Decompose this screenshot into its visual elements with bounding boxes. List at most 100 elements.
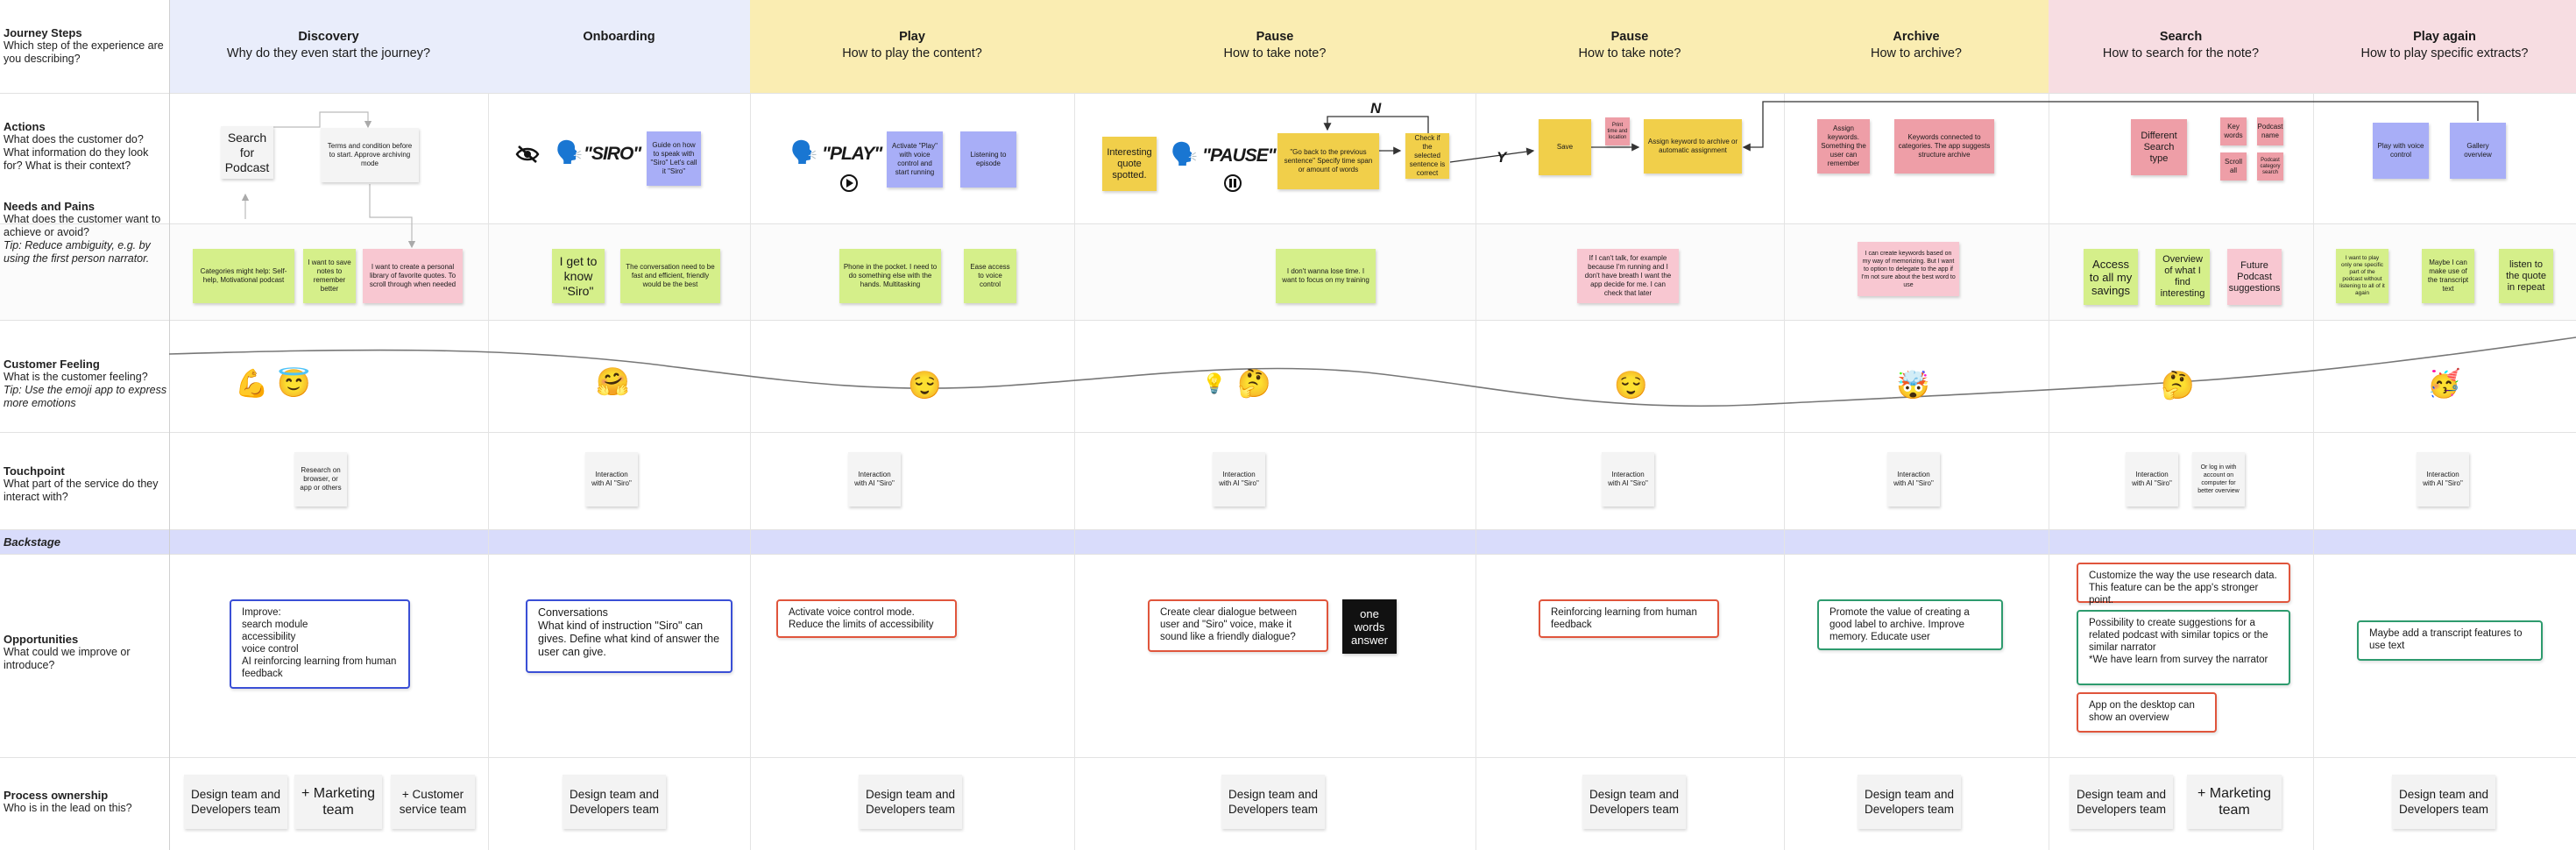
opportunity-onboarding[interactable]: Conversations What kind of instruction "… xyxy=(526,599,732,673)
touchpoint-play[interactable]: Interaction with AI "Siro" xyxy=(848,452,901,506)
opportunity-search-2[interactable]: Possibility to create suggestions for a … xyxy=(2077,610,2290,685)
sticky-text: Guide on how to speak with "Siro" Let's … xyxy=(650,141,697,175)
owner-text: Design team and Developers team xyxy=(1864,788,1955,816)
speaking-head-icon: 🗣️ xyxy=(790,140,818,165)
touchpoint-search-1[interactable]: Interaction with AI "Siro" xyxy=(2126,452,2178,506)
sticky-discovery-search[interactable]: Search for Podcast xyxy=(221,126,273,179)
opportunity-text: Activate voice control mode. Reduce the … xyxy=(789,607,934,630)
touchpoint-onboarding[interactable]: Interaction with AI "Siro" xyxy=(585,452,638,506)
touchpoint-playagain[interactable]: Interaction with AI "Siro" xyxy=(2417,452,2469,506)
sticky-need-archive-1[interactable]: I can create keywords based on my way of… xyxy=(1858,242,1959,296)
sticky-pause2-save[interactable]: Save xyxy=(1539,119,1591,175)
sticky-need-search-2[interactable]: Overview of what I find interesting xyxy=(2155,249,2210,305)
owner-archive[interactable]: Design team and Developers team xyxy=(1858,775,1961,829)
row-label-needs: Needs and Pains What does the customer w… xyxy=(4,200,168,266)
opportunity-search-3[interactable]: App on the desktop can show an overview xyxy=(2077,692,2217,733)
sticky-need-discovery-1[interactable]: Categories might help: Self-help, Motiva… xyxy=(193,249,294,303)
sticky-pause2-timestamp[interactable]: Print time and location xyxy=(1605,117,1630,145)
sticky-text: Interaction with AI "Siro" xyxy=(2423,471,2463,487)
opportunity-pause[interactable]: Create clear dialogue between user and "… xyxy=(1148,599,1328,652)
thinking-face-emoji: 🤔 xyxy=(1237,368,1271,399)
sticky-need-playagain-3[interactable]: listen to the quote in repeat xyxy=(2499,249,2553,303)
touchpoint-discovery[interactable]: Research on browser, or app or others xyxy=(294,452,347,506)
owner-text: Design team and Developers team xyxy=(569,788,660,816)
row-desc: What is the customer feeling? xyxy=(4,371,148,383)
opportunity-pause2[interactable]: Reinforcing learning from human feedback xyxy=(1539,599,1719,638)
sticky-need-pause-1[interactable]: I don't wanna lose time. I want to focus… xyxy=(1276,249,1376,303)
opportunity-play[interactable]: Activate voice control mode. Reduce the … xyxy=(776,599,957,638)
owner-play[interactable]: Design team and Developers team xyxy=(859,775,962,829)
sticky-need-onboarding-2[interactable]: The conversation need to be fast and eff… xyxy=(620,249,720,303)
owner-text: Design team and Developers team xyxy=(865,788,956,816)
sticky-need-discovery-3[interactable]: I want to create a personal library of f… xyxy=(363,249,463,303)
sticky-need-play-1[interactable]: Phone in the pocket. I need to do someth… xyxy=(839,249,941,303)
sticky-search-type[interactable]: Different Search type xyxy=(2131,119,2187,175)
sticky-archive-keywords[interactable]: Keywords connected to categories. The ap… xyxy=(1894,119,1994,174)
row-title: Journey Steps xyxy=(4,26,82,39)
owner-discovery-2[interactable]: + Marketing team xyxy=(294,775,382,829)
touchpoint-pause[interactable]: Interaction with AI "Siro" xyxy=(1213,452,1265,506)
sticky-onboarding-guide[interactable]: Guide on how to speak with "Siro" Let's … xyxy=(647,131,701,186)
sticky-pause2-assign[interactable]: Assign keyword to archive or automatic a… xyxy=(1644,119,1742,174)
sticky-text: Interaction with AI "Siro" xyxy=(591,471,632,487)
sticky-need-playagain-2[interactable]: Maybe I can make use of the transcript t… xyxy=(2422,249,2474,303)
sticky-need-search-1[interactable]: Access to all my savings xyxy=(2084,249,2138,305)
sticky-need-playagain-1[interactable]: I want to play only one specific part of… xyxy=(2336,249,2388,303)
sticky-text: I can create keywords based on my way of… xyxy=(1861,250,1956,288)
sticky-search-scroll[interactable]: Scroll all xyxy=(2220,152,2247,181)
sticky-need-discovery-2[interactable]: I want to save notes to remember better xyxy=(303,249,356,303)
sticky-playagain-voice[interactable]: Play with voice control xyxy=(2373,123,2429,179)
sticky-text: "Go back to the previous sentence" Speci… xyxy=(1284,148,1373,174)
sticky-text: Assign keyword to archive or automatic a… xyxy=(1647,138,1738,154)
opportunity-archive[interactable]: Promote the value of creating a good lab… xyxy=(1817,599,2003,650)
sticky-pause-check[interactable]: Check if the selected sentence is correc… xyxy=(1405,133,1449,179)
touchpoint-pause2[interactable]: Interaction with AI "Siro" xyxy=(1602,452,1654,506)
sticky-play-listening[interactable]: Listening to episode xyxy=(960,131,1016,188)
row-desc: What part of the service do they interac… xyxy=(4,478,159,503)
owner-search-2[interactable]: + Marketing team xyxy=(2187,775,2282,829)
sticky-text: The conversation need to be fast and eff… xyxy=(626,263,715,288)
opportunity-search-1[interactable]: Customize the way the use research data.… xyxy=(2077,563,2290,606)
sticky-search-podcast-name[interactable]: Podcast name xyxy=(2257,117,2283,145)
owner-onboarding[interactable]: Design team and Developers team xyxy=(563,775,666,829)
owner-pause[interactable]: Design team and Developers team xyxy=(1221,775,1325,829)
sticky-need-pause2-1[interactable]: If I can't talk, for example because I'm… xyxy=(1577,249,1679,303)
sticky-text: Categories might help: Self-help, Motiva… xyxy=(200,267,287,284)
light-bulb-emoji: 💡 xyxy=(1202,372,1227,394)
sticky-pause-goback[interactable]: "Go back to the previous sentence" Speci… xyxy=(1277,133,1379,189)
sticky-need-play-2[interactable]: Ease access to voice control xyxy=(964,249,1016,303)
sticky-text: I don't wanna lose time. I want to focus… xyxy=(1282,267,1369,284)
voice-command-play: "PLAY" xyxy=(822,144,882,164)
col-band-play xyxy=(750,0,1074,93)
opportunity-playagain[interactable]: Maybe add a transcript features to use t… xyxy=(2357,620,2543,661)
owner-discovery-3[interactable]: + Customer service team xyxy=(391,775,475,829)
sticky-discovery-terms[interactable]: Terms and condition before to start. App… xyxy=(321,128,419,182)
eye-slash-icon xyxy=(515,144,540,171)
opportunity-pause-black[interactable]: one words answer xyxy=(1342,599,1397,654)
speaking-head-icon: 🗣️ xyxy=(1171,142,1199,166)
owner-playagain[interactable]: Design team and Developers team xyxy=(2392,775,2495,829)
touchpoint-archive[interactable]: Interaction with AI "Siro" xyxy=(1887,452,1940,506)
sticky-pause-quote[interactable]: Interesting quote spotted. xyxy=(1102,137,1157,191)
sticky-search-keywords[interactable]: Key words xyxy=(2220,117,2247,145)
sticky-playagain-gallery[interactable]: Gallery overview xyxy=(2450,123,2506,179)
sticky-play-activate[interactable]: Activate "Play" with voice control and s… xyxy=(887,131,943,188)
owner-search-1[interactable]: Design team and Developers team xyxy=(2070,775,2173,829)
opportunity-discovery[interactable]: Improve: search module accessibility voi… xyxy=(230,599,410,689)
owner-discovery-1[interactable]: Design team and Developers team xyxy=(184,775,287,829)
opportunity-text: Create clear dialogue between user and "… xyxy=(1160,607,1297,642)
flexed-biceps-emoji: 💪 xyxy=(235,368,269,399)
opportunity-text: Reinforcing learning from human feedback xyxy=(1551,607,1697,630)
col-subtitle: Why do they even start the journey? xyxy=(226,46,431,60)
sticky-need-search-3[interactable]: Future Podcast suggestions xyxy=(2227,249,2282,305)
touchpoint-search-2[interactable]: Or log in with account on computer for b… xyxy=(2192,452,2245,506)
sticky-archive-assign[interactable]: Assign keywords. Something the user can … xyxy=(1817,119,1870,174)
owner-pause2[interactable]: Design team and Developers team xyxy=(1582,775,1686,829)
sticky-text: I want to create a personal library of f… xyxy=(369,263,456,288)
sticky-need-onboarding-1[interactable]: I get to know "Siro" xyxy=(552,249,605,303)
play-circle-icon xyxy=(839,174,859,199)
col-header-pause2: Pause How to take note? xyxy=(1476,0,1784,93)
sticky-search-category[interactable]: Podcast category search xyxy=(2257,152,2283,181)
sticky-text: Assign keywords. Something the user can … xyxy=(1821,124,1866,167)
speaking-head-icon: 🗣️ xyxy=(556,140,584,165)
